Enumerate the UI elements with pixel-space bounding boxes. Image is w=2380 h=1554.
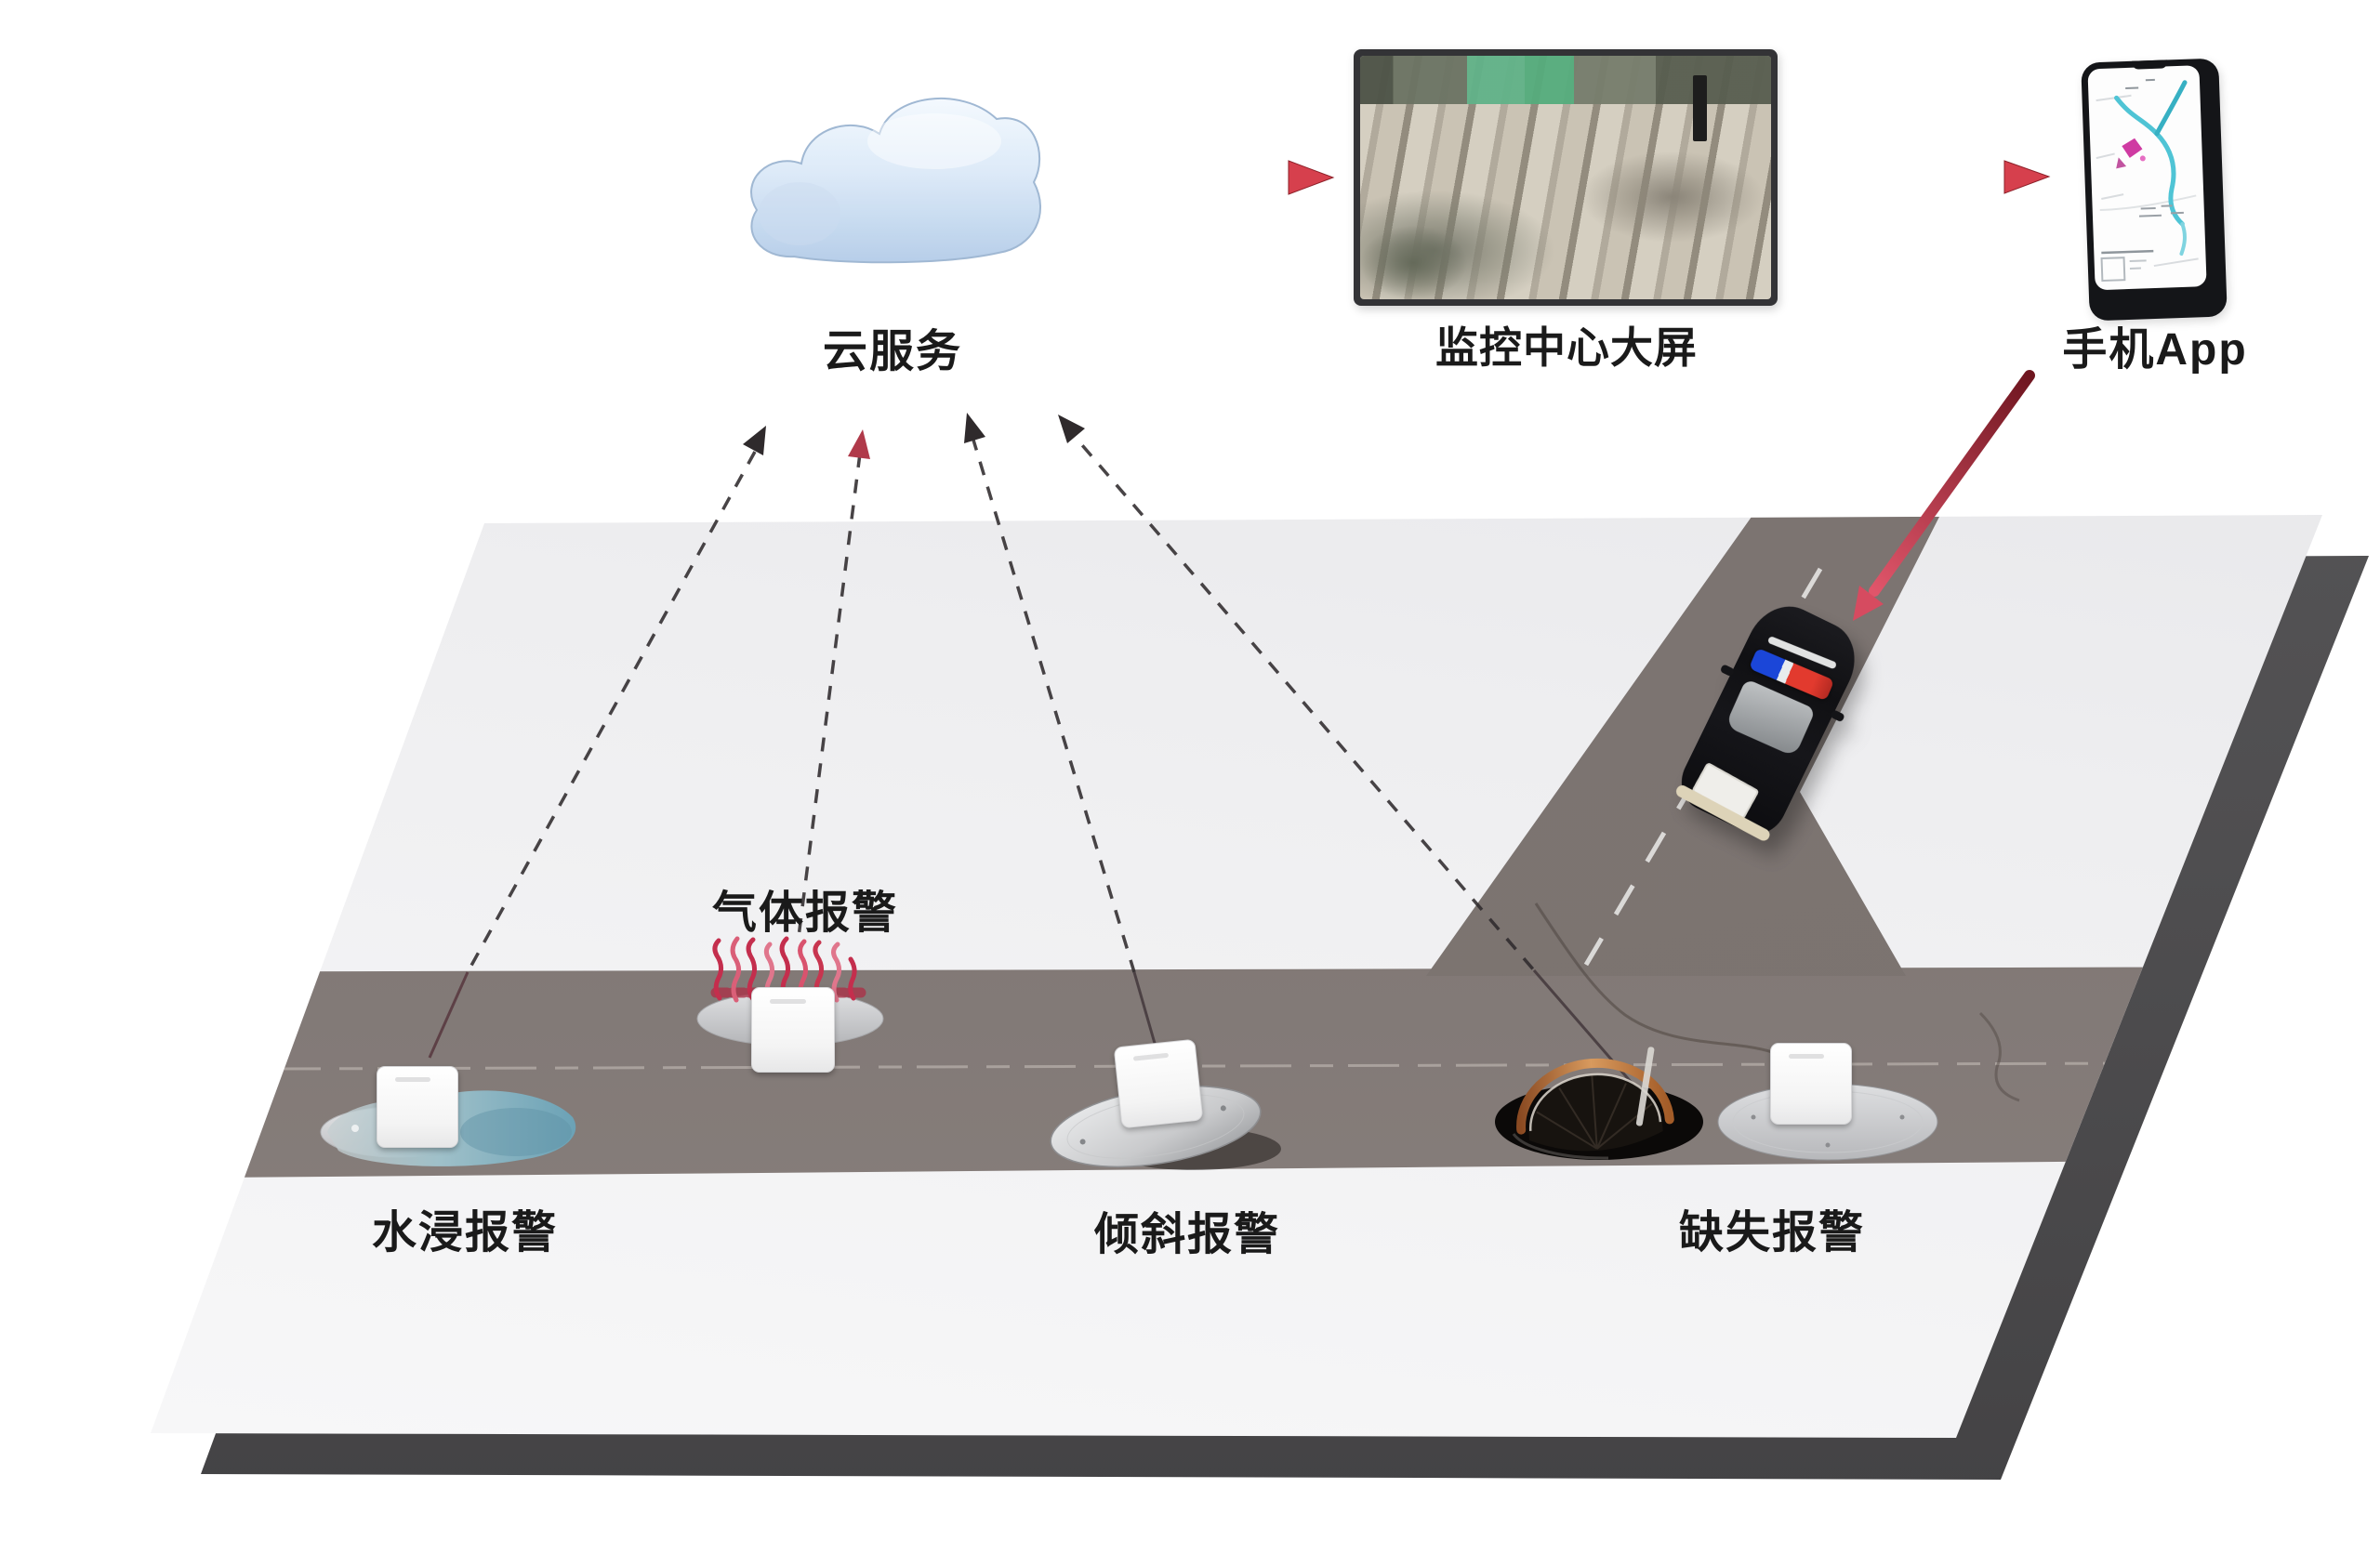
arrowhead bbox=[1058, 415, 1085, 443]
tilt-label: 倾斜报警 bbox=[1093, 1210, 1280, 1259]
manhole-tilted-cover-icon bbox=[1050, 1085, 1281, 1170]
sensor-box-icon bbox=[751, 987, 835, 1073]
monitoring-center-node bbox=[1354, 49, 1778, 306]
city-aerial-image bbox=[1360, 56, 1771, 299]
sensor-box-icon bbox=[377, 1066, 458, 1148]
arrow-monitor-to-phone bbox=[1836, 160, 2051, 194]
map-route-icon bbox=[2096, 78, 2199, 283]
sensor-tilt bbox=[1030, 1011, 1318, 1197]
water-label: 水浸报警 bbox=[371, 1208, 558, 1258]
sensor-box-icon bbox=[1113, 1038, 1204, 1129]
sensor-box-icon bbox=[1770, 1043, 1852, 1125]
arrowhead bbox=[848, 429, 870, 459]
arrowhead bbox=[964, 413, 985, 443]
sensor-missing bbox=[1469, 985, 1990, 1180]
aerial-top-strip bbox=[1360, 56, 1771, 105]
cloud-label: 云服务 bbox=[822, 327, 962, 376]
big-screen-icon bbox=[1354, 49, 1778, 306]
manhole-open-hole-icon bbox=[1495, 1047, 1938, 1161]
phone-screen bbox=[2087, 65, 2207, 291]
gas-label: 气体报警 bbox=[711, 889, 898, 938]
manhole-water-puddle-icon bbox=[320, 1090, 576, 1166]
phone-node bbox=[2045, 56, 2268, 322]
phone-icon bbox=[2081, 58, 2228, 322]
aerial-dark-patch bbox=[1360, 226, 1467, 299]
sensor-water bbox=[307, 1039, 623, 1188]
car-mirror bbox=[1830, 709, 1845, 723]
arrowhead bbox=[743, 426, 766, 455]
arrow-cloud-to-monitor bbox=[1117, 160, 1335, 195]
aerial-dark-bar bbox=[1693, 74, 1708, 141]
monitor-label: 监控中心大屏 bbox=[1435, 323, 1698, 372]
phone-label: 手机App bbox=[2062, 325, 2248, 375]
cloud-icon bbox=[750, 97, 1042, 264]
missing-label: 缺失报警 bbox=[1678, 1208, 1865, 1258]
phone-notch bbox=[2132, 59, 2168, 70]
cloud-service-node bbox=[734, 74, 1051, 279]
